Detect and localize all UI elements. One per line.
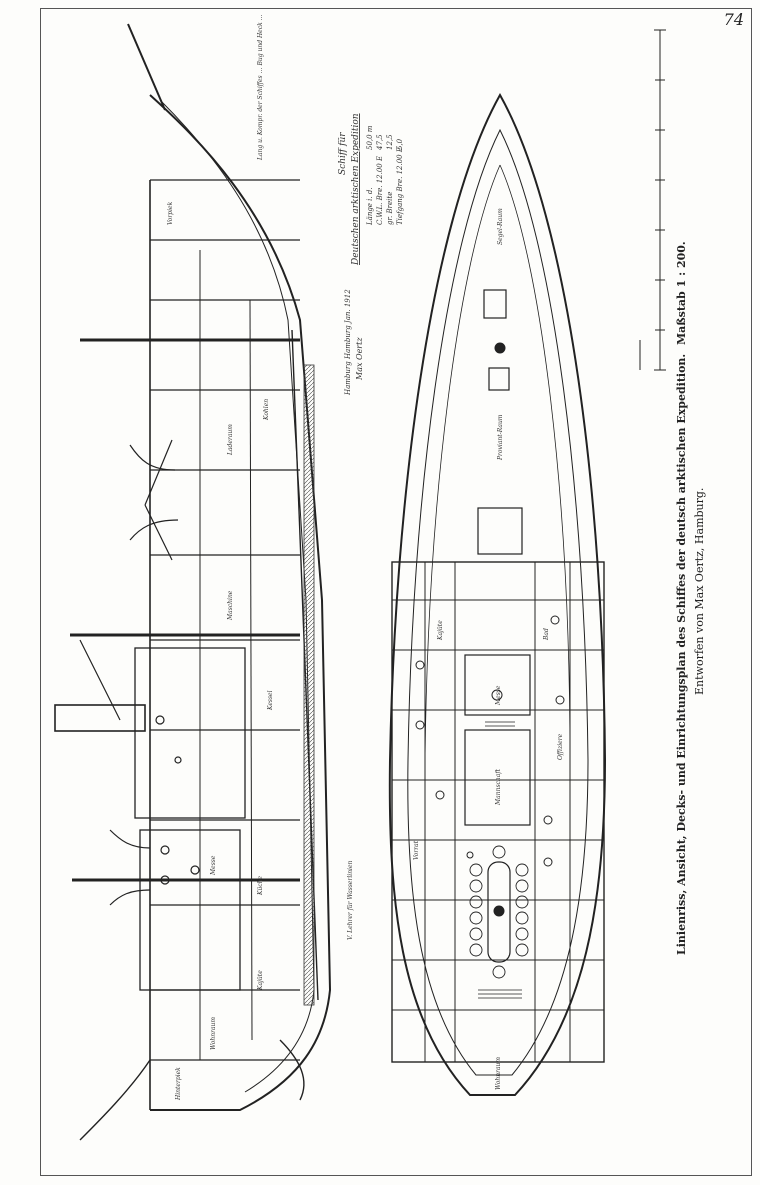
aft-house [139,829,241,991]
hatch-fore [483,289,507,319]
spec-value-1: 47,5 [376,134,384,151]
plan-title-ship: Schiff für [338,132,348,175]
deck-plan [388,92,607,1096]
plan-title-expedition: Deutschen arktischen Expedition [351,113,361,266]
deck-label-8: Wohnraum [495,1057,502,1090]
deck-label-3: Messe [495,685,502,706]
accommodation [391,561,605,1063]
caption-scale: Maßstab 1 : 200. [675,241,688,345]
side-label-7: Wohnraum [210,1017,217,1050]
side-label-2: Maschine [227,590,234,621]
mast-step-fore [494,342,506,354]
deck-label-1: Proviant-Raum [497,414,504,461]
deck-inner-outline [407,128,589,1076]
signature-place: Hamburg Hamburg Jan. 1912 [344,289,352,396]
spec-value-3: 5,0 [396,138,404,150]
plate-border [40,8,752,1176]
deck-outline [388,92,607,1096]
deck-room-labels: Segel-Raum Proviant-Raum Mannschaft Mess… [413,208,564,1090]
hull-inner-line [159,99,315,1093]
side-label-3: Kessel [267,690,274,711]
side-label-0: Vorpiek [167,201,174,225]
spec-label-2: gr. Breite [386,192,394,225]
specs-block: Länge i. d. 50,0 m C.W.L. Bre. 12.00 E 4… [366,125,404,226]
side-room-labels: Vorpiek Laderaum Maschine Kessel Kohlen … [167,201,274,1101]
deck-label-2: Mannschaft [495,768,502,806]
note-bottom: V. Lehrer für Wasserlinien [347,860,354,940]
spec-label-0: Länge i. d. [366,187,374,226]
spec-value-0: 50,0 m [366,125,374,150]
hatched-band [303,364,315,1006]
deck-label-4: Kajüte [437,620,444,641]
mess-chairs [469,845,529,979]
hatch-main [477,507,523,555]
caption-author: Entworfen von Max Oertz, Hamburg. [693,488,706,695]
side-label-6: Messe [210,855,217,876]
plate-number: 74 [723,10,744,29]
spec-value-2: 12,5 [386,134,394,150]
note-top: Lang u. Kompr. der Schiffes … Bug und He… [257,14,264,161]
side-label-8: Kajüte [257,970,264,991]
deck-house [134,647,246,819]
side-label-5: Küche [257,876,264,896]
hatch-2 [488,367,510,391]
funnel [54,704,146,732]
side-label-1: Laderaum [227,424,234,456]
stairs [478,721,522,999]
deck-label-0: Segel-Raum [497,208,504,245]
spec-label-1: C.W.L. Bre. 12.00 E [376,156,384,225]
scale-bar [639,29,666,371]
deck-label-7: Vorrat [413,840,420,860]
mast-step-main [493,905,505,917]
caption-title: Linienriss, Ansicht, Decks- und Einricht… [675,354,688,955]
bowsprit [127,23,166,111]
room-engine-casing [464,654,531,716]
side-label-4: Kohlen [263,399,270,421]
spec-label-3: Tiefgang Bre. 12.00 E [396,147,404,225]
side-elevation [54,23,332,1141]
deck-label-5: Offiziere [557,733,564,760]
side-label-9: Hinterpiek [175,1067,182,1101]
mess-table [487,861,511,963]
deck-label-6: Bad [543,628,550,641]
signature-name: Max Oertz [355,337,364,381]
